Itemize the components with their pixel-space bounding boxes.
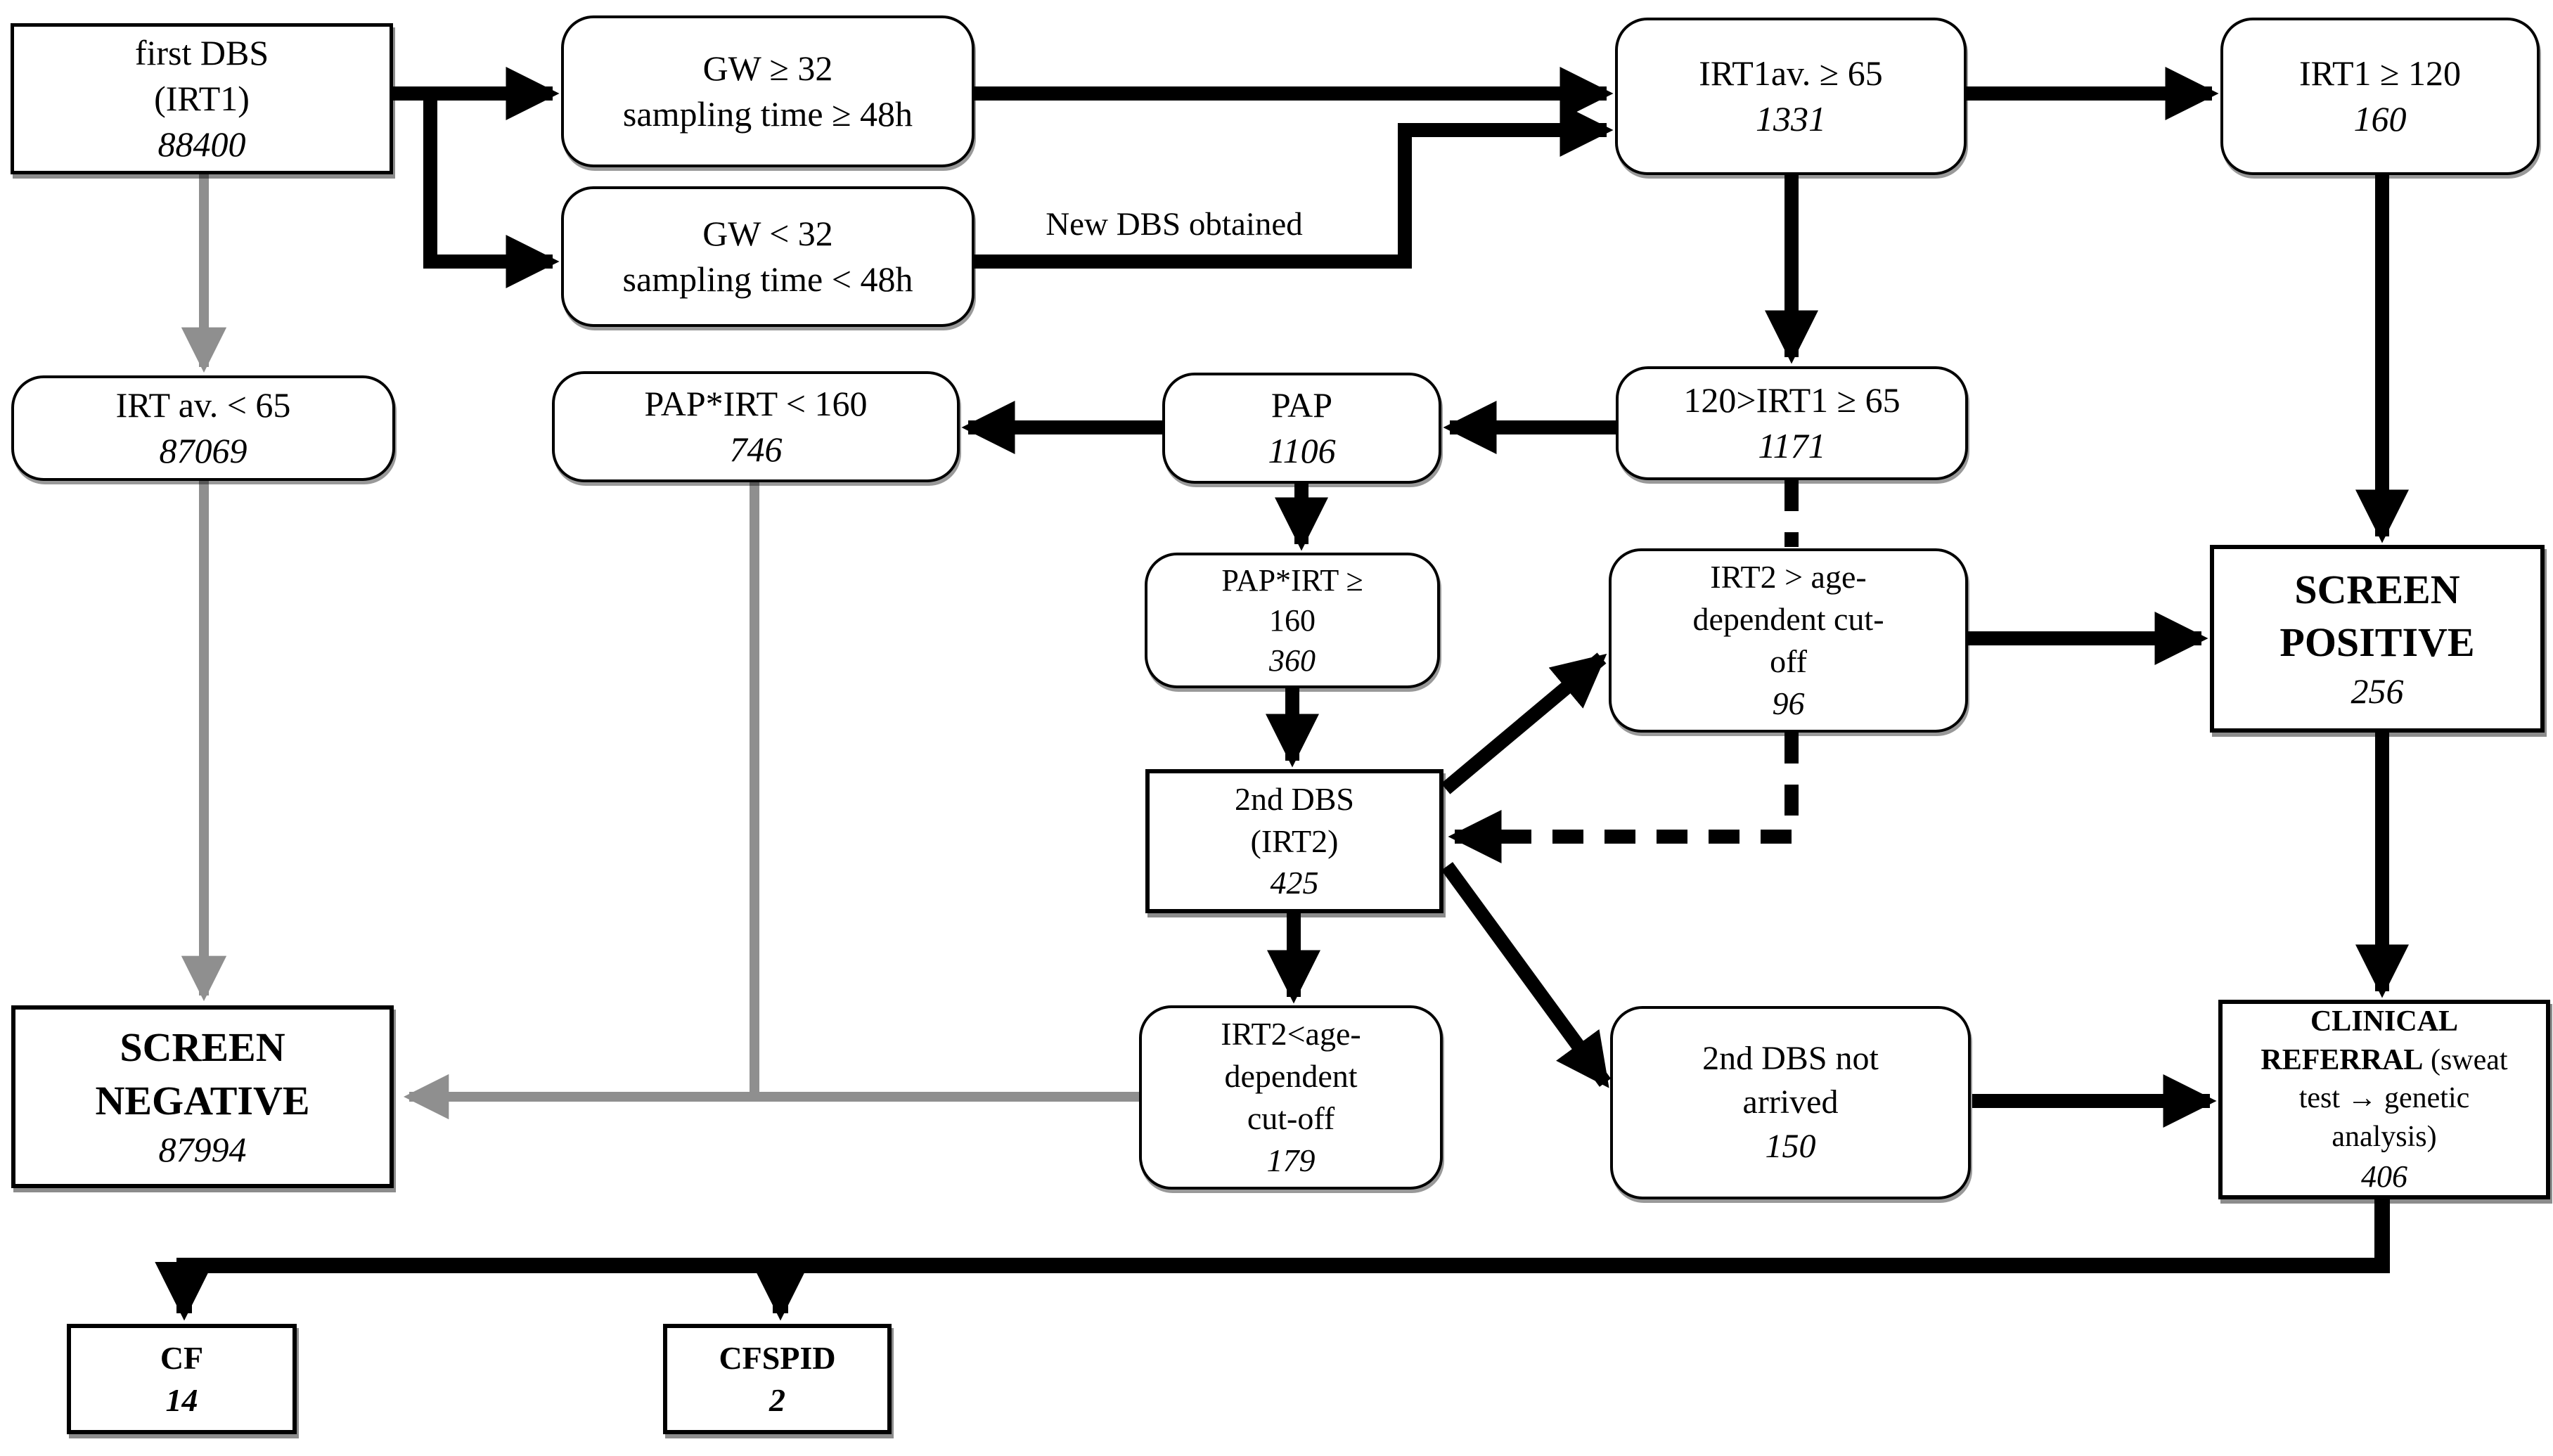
node-cfspid: CFSPID 2 [663,1324,892,1434]
node-irt1av-ge65: IRT1av. ≥ 65 1331 [1615,18,1967,175]
node-pap: PAP 1106 [1162,373,1441,484]
node-label: IRT av. < 65 [115,385,291,425]
node-value: 406 [2361,1159,2407,1194]
node-value: 1106 [1268,431,1336,470]
node-value: 256 [2351,671,2404,711]
node-value: 96 [1772,685,1805,721]
node-screen-positive: SCREEN POSITIVE 256 [2210,545,2545,733]
node-irt1-65-120: 120>IRT1 ≥ 65 1171 [1616,366,1968,480]
node-label: cut-off [1247,1100,1335,1136]
node-value: 87069 [159,431,247,470]
node-second-dbs: 2nd DBS (IRT2) 425 [1145,769,1443,913]
node-label: sampling time ≥ 48h [622,94,913,134]
node-label: dependent cut- [1692,601,1884,638]
arrow-2nddbs-to-irt2gt [1441,652,1607,794]
node-label: 2nd DBS not [1702,1039,1879,1077]
node-label: CF [160,1339,204,1376]
node-label: IRT1 ≥ 120 [2299,53,2461,93]
node-2nd-dbs-not-arrived: 2nd DBS not arrived 150 [1610,1006,1971,1199]
clinical-referral-title: CLINICAL REFERRAL [2261,1005,2459,1076]
node-value: 1331 [1756,99,1826,138]
label-new-dbs-obtained: New DBS obtained [1046,206,1303,243]
node-label: SCREEN [2294,566,2460,612]
node-value: 746 [729,430,783,469]
node-value: 425 [1270,865,1319,901]
dashed-irt2gt-to-2nddbs [1448,733,1799,863]
node-label: PAP*IRT < 160 [644,384,868,423]
arrow-newdbs-to-irt1av [975,103,1614,269]
node-gw-lt32: GW < 32 sampling time < 48h [561,186,975,327]
node-papirt-ge160: PAP*IRT ≥ 160 360 [1145,553,1440,688]
node-label: POSITIVE [2279,619,2475,665]
node-value: 1171 [1758,426,1826,465]
clinical-referral-subtitle: (sweat test → genetic analysis) [2298,1043,2508,1153]
node-label: (IRT2) [1250,823,1339,859]
node-value: 14 [165,1381,198,1418]
node-irt2-lt-cutoff: IRT2<age- dependent cut-off 179 [1139,1005,1443,1190]
node-label: CFSPID [719,1339,836,1376]
node-label: PAP*IRT ≥ [1221,562,1363,598]
node-label: sampling time < 48h [622,259,913,299]
node-irt2-gt-cutoff: IRT2 > age- dependent cut- off 96 [1609,548,1968,733]
node-screen-negative: SCREEN NEGATIVE 87994 [11,1005,394,1188]
node-gw-ge32: GW ≥ 32 sampling time ≥ 48h [561,15,975,167]
node-label: 120>IRT1 ≥ 65 [1683,380,1901,420]
node-label: IRT2 > age- [1710,559,1867,595]
node-value: 88400 [157,124,246,164]
node-label: (IRT1) [154,79,250,118]
node-label: IRT2<age- [1221,1016,1361,1052]
node-value: 160 [2353,99,2407,138]
node-irt-av-lt65: IRT av. < 65 87069 [11,375,395,481]
node-value: 2 [769,1381,785,1418]
node-first-dbs: first DBS (IRT1) 88400 [11,23,393,174]
node-label: 160 [1269,603,1316,638]
node-label: dependent [1224,1058,1358,1095]
node-cf: CF 14 [67,1324,297,1434]
node-label: off [1770,643,1807,679]
arrow-clinical-to-cf [155,1199,2390,1321]
arrow-firstdbs-to-gwlt32 [423,94,560,288]
node-label: CLINICAL REFERRAL (sweat test → genetic … [2259,1003,2509,1156]
node-label: 2nd DBS [1235,780,1354,817]
arrow-2nddbs-to-notarrived [1441,862,1612,1088]
node-label: arrived [1742,1083,1839,1121]
node-value: 87994 [158,1129,247,1169]
node-value: 360 [1269,643,1316,678]
node-label: IRT1av. ≥ 65 [1699,53,1883,93]
node-label: NEGATIVE [95,1077,310,1123]
node-clinical-referral: CLINICAL REFERRAL (sweat test → genetic … [2218,1000,2550,1199]
node-label: first DBS [134,33,269,72]
node-value: 150 [1765,1127,1816,1165]
node-irt1-ge120: IRT1 ≥ 120 160 [2220,18,2540,175]
node-papirt-lt160: PAP*IRT < 160 746 [552,371,960,482]
node-label: PAP [1271,385,1333,425]
node-label: GW ≥ 32 [702,49,833,88]
node-label: SCREEN [120,1024,285,1071]
node-label: GW < 32 [702,214,833,253]
node-value: 179 [1266,1142,1316,1178]
